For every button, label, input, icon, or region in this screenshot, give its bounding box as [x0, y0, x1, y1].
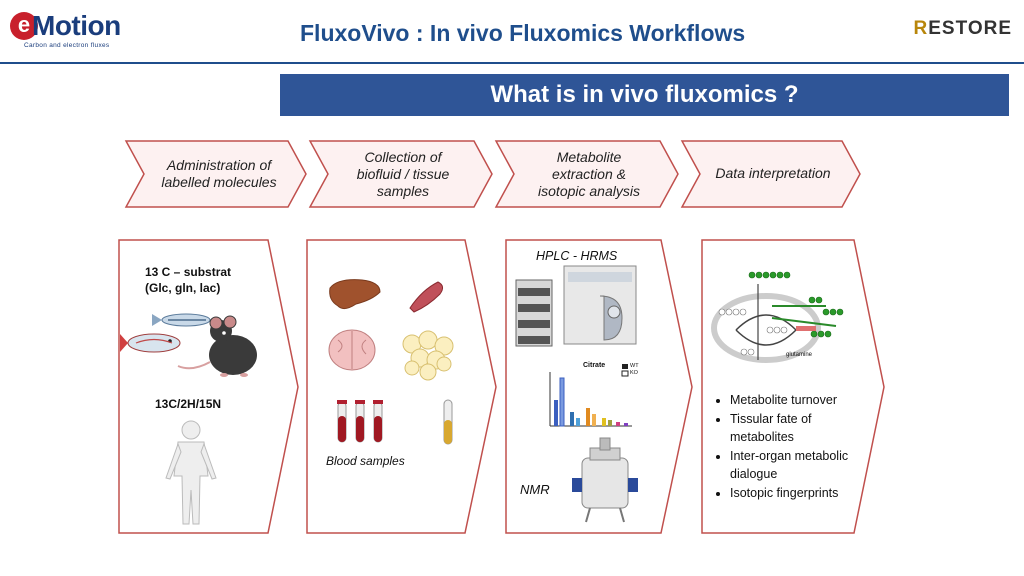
blood-tubes-icon [337, 400, 383, 443]
step-2-label: Collection of biofluid / tissue samples [328, 149, 478, 200]
step-2-line-3: samples [376, 183, 430, 199]
mini-bar [608, 420, 612, 426]
step-2-chevron [308, 140, 493, 208]
outcome-item: Tissular fate of metabolites [730, 410, 870, 447]
step-1-chevron [124, 140, 307, 208]
step-1-line-2: labelled molecules [161, 174, 277, 190]
mini-chart-title: Citrate [583, 362, 606, 369]
step-4-chevron [680, 140, 861, 208]
muscle-icon [409, 281, 444, 313]
fish-illustration-2 [120, 333, 181, 353]
restore-logo-rest: ESTORE [928, 18, 1012, 39]
mini-bar [592, 414, 596, 426]
restore-logo-first: R [913, 18, 929, 39]
fish-illustration-1 [152, 313, 211, 327]
mini-chart-legend: WT KO [630, 363, 639, 377]
brain-icon [328, 329, 376, 371]
step-3-chevron [494, 140, 679, 208]
step-4-label: Data interpretation [700, 165, 846, 182]
mini-bar [602, 418, 606, 426]
mini-bar [624, 423, 628, 426]
metabolic-map-label: glutamine [786, 352, 813, 358]
metabolic-map-illustration [711, 271, 844, 363]
nmr-label: NMR [520, 482, 550, 497]
banner-title: What is in vivo fluxomics ? [490, 81, 799, 108]
restore-logo: RESTORE [913, 18, 1012, 40]
logo-tagline: Carbon and electron fluxes [24, 42, 110, 49]
section-banner: What is in vivo fluxomics ? [280, 74, 1009, 116]
step-2-line-1: Collection of [364, 149, 442, 165]
mini-bar [570, 412, 574, 426]
mini-bar [616, 422, 620, 426]
step-1-label: Administration of labelled molecules [144, 157, 294, 191]
human-silhouette [165, 420, 217, 525]
mini-chart-legend-2: KO [630, 370, 638, 376]
outcome-item: Metabolite turnover [730, 391, 870, 410]
step-4-line-1: Data interpretation [715, 165, 831, 181]
header-divider [0, 62, 1024, 64]
hplc-instrument-icon [515, 279, 553, 347]
mass-spectrometer-icon [563, 265, 637, 345]
mini-bar [576, 418, 580, 426]
outcomes-list: Metabolite turnover Tissular fate of met… [716, 391, 870, 502]
isotopes-label: 13C/2H/15N [155, 397, 222, 411]
step-3-label: Metabolite extraction & isotopic analysi… [514, 149, 664, 200]
mini-bar [554, 400, 558, 426]
isotopologue-mini-chart [549, 364, 632, 427]
panel-1-frame [118, 239, 299, 534]
page-title: FluxoVivo : In vivo Fluxomics Workflows [300, 20, 746, 46]
panel-2-frame [306, 239, 497, 534]
urine-tube-icon [443, 399, 453, 445]
hplc-label: HPLC - HRMS [536, 249, 618, 263]
adipose-tissue-icon [402, 330, 454, 381]
substrate-title: 13 C – substrat [145, 265, 232, 279]
logo-brand: Motion [32, 10, 121, 41]
logo-e-icon: e [10, 12, 38, 40]
nmr-spectrometer-icon [572, 437, 638, 523]
outcome-item: Inter-organ metabolic dialogue [730, 447, 870, 484]
mini-chart-legend-1: WT [630, 363, 639, 369]
step-3-line-3: isotopic analysis [538, 183, 640, 199]
mouse-illustration [177, 315, 257, 377]
blood-samples-label: Blood samples [326, 454, 405, 468]
step-3-line-1: Metabolite [556, 149, 622, 165]
step-2-line-2: biofluid / tissue [356, 166, 450, 182]
emotion-logo: e Motion Carbon and electron fluxes [10, 10, 130, 50]
mini-bar [586, 408, 590, 426]
liver-icon [329, 279, 381, 310]
step-3-line-2: extraction & [552, 166, 626, 182]
mini-bar [559, 377, 565, 427]
step-1-line-1: Administration of [166, 157, 272, 173]
substrate-list: (Glc, gln, lac) [145, 281, 221, 295]
outcome-item: Isotopic fingerprints [730, 484, 870, 503]
